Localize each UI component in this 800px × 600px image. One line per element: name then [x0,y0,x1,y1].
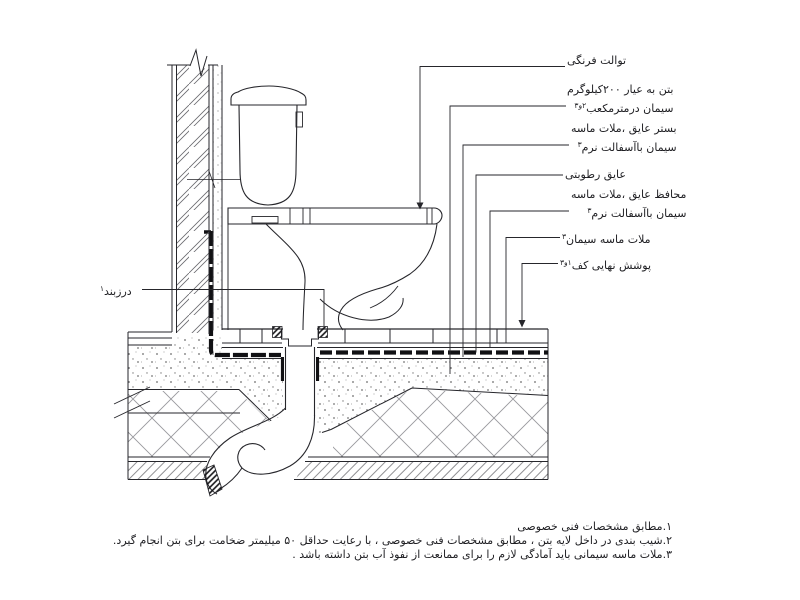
label-insulation-protector: محافظ عایق ،ملات ماسه سیمان باآسفالت نرم… [571,188,687,220]
wall-section [167,64,241,334]
footnote-2: ۲.شیب بندی در داخل لایه بتن ، مطابق مشخص… [112,534,672,547]
ceiling-plaster-hatch-right [296,462,548,480]
bowl-front-profile [338,223,438,331]
slab-break-line [113,386,151,419]
toilet-fixture [227,85,443,331]
drain-socket [281,329,319,347]
floor-assembly [127,328,549,480]
label-insulation-bed: بستر عایق ،ملات ماسه سیمان باآسفالت نرم۳ [571,122,677,154]
bowl-foot-curve [319,297,404,321]
label-concrete: بتن به عیار ۲۰۰کیلوگرم سیمان درمترمکعب۲و… [567,83,674,115]
toilet-cistern [238,104,298,206]
leader-toilet [419,66,565,203]
leader-insulation-bed [462,144,569,357]
label-floor-finish: پوشش نهایی کف۱و۳ [560,258,652,272]
seat-hinge [251,216,279,224]
label-joint-sealant: درزبند۱ [100,284,132,298]
footnotes: ۱.مطابق مشخصات فنی خصوصی ۲.شیب بندی در د… [113,520,672,562]
concrete-screed-right [317,359,548,434]
cistern-lid [230,85,307,106]
leader-insulation-protector [489,210,569,347]
wall-plaster-stipple [213,65,222,330]
arrow-toilet [416,202,424,210]
toilet-seat [227,207,443,225]
brick-wall-hatch [176,65,209,333]
leader-moisture-insulation [475,174,563,353]
flange-bolt-left [272,326,283,338]
leader-concrete [449,105,566,374]
block-joist-slab-right [333,389,548,457]
leader-joint-sealant [142,289,325,326]
footnote-3: ۳.ملات ماسه سیمانی باید آمادگی لازم را ب… [292,548,672,561]
ceiling-plaster-hatch-left [128,462,216,480]
flush-lever [295,111,303,128]
concrete-screed-left [128,336,283,432]
leader-floor-finish [521,263,558,320]
label-moisture-insulation: عایق رطوبتی [565,168,626,181]
label-cement-sand-mortar: ملات ماسه سیمان۳ [562,232,651,246]
bowl-trapway-back [265,223,306,331]
wall-break-line [189,48,208,77]
break-marks [113,48,208,419]
drain-trap [202,326,328,497]
pipe-cut-end [202,464,223,497]
arrow-floor-finish [518,320,526,328]
flange-bolt-right [317,326,328,338]
leader-mortar [505,237,560,344]
label-toilet: توالت فرنگی [567,54,627,67]
footnote-1: ۱.مطابق مشخصات فنی خصوصی [517,520,672,533]
leader-lines [142,66,569,374]
